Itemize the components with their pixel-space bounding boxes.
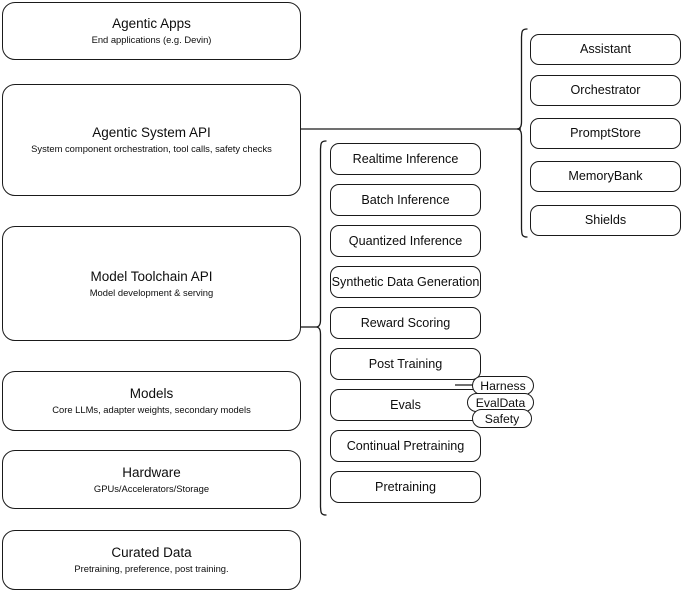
agentic-component-assistant[interactable]: Assistant — [530, 34, 681, 65]
layer-subtitle: End applications (e.g. Devin) — [91, 34, 212, 45]
toolchain-item-synthetic-data-generation[interactable]: Synthetic Data Generation — [330, 266, 481, 298]
toolchain-item-label: Pretraining — [375, 479, 436, 494]
layer-box-agentic-system-api[interactable]: Agentic System API System component orch… — [2, 84, 301, 196]
toolchain-item-label: Quantized Inference — [348, 233, 463, 248]
toolchain-item-realtime-inference[interactable]: Realtime Inference — [330, 143, 481, 175]
toolchain-item-label: Reward Scoring — [360, 315, 451, 330]
toolchain-item-post-training[interactable]: Post Training — [330, 348, 481, 380]
agentic-component-label: Shields — [584, 213, 627, 227]
toolchain-item-reward-scoring[interactable]: Reward Scoring — [330, 307, 481, 339]
toolchain-item-quantized-inference[interactable]: Quantized Inference — [330, 225, 481, 257]
agentic-component-memorybank[interactable]: MemoryBank — [530, 161, 681, 192]
toolchain-item-batch-inference[interactable]: Batch Inference — [330, 184, 481, 216]
layer-title: Agentic Apps — [112, 16, 191, 31]
toolchain-item-label: Synthetic Data Generation — [331, 274, 480, 289]
layer-box-models[interactable]: Models Core LLMs, adapter weights, secon… — [2, 371, 301, 431]
layer-box-curated-data[interactable]: Curated Data Pretraining, preference, po… — [2, 530, 301, 590]
toolchain-item-pretraining[interactable]: Pretraining — [330, 471, 481, 503]
eval-pill-evaldata[interactable]: EvalData — [467, 393, 534, 412]
layer-box-model-toolchain-api[interactable]: Model Toolchain API Model development & … — [2, 226, 301, 341]
layer-title: Curated Data — [111, 545, 192, 560]
eval-pill-label: Harness — [480, 378, 526, 393]
agentic-component-orchestrator[interactable]: Orchestrator — [530, 75, 681, 106]
toolchain-item-label: Realtime Inference — [352, 151, 459, 166]
eval-pill-label: EvalData — [475, 395, 526, 410]
layer-title: Hardware — [122, 464, 181, 480]
eval-pill-safety[interactable]: Safety — [472, 409, 532, 428]
agentic-component-label: MemoryBank — [568, 169, 643, 183]
toolchain-item-label: Post Training — [368, 356, 443, 371]
agentic-component-promptstore[interactable]: PromptStore — [530, 118, 681, 149]
toolchain-item-label: Continual Pretraining — [346, 438, 465, 453]
layer-subtitle: Core LLMs, adapter weights, secondary mo… — [52, 404, 251, 415]
agentic-component-shields[interactable]: Shields — [530, 205, 681, 236]
agentic-component-label: Assistant — [579, 42, 632, 56]
agentic-component-label: Orchestrator — [570, 83, 641, 97]
layer-subtitle: Model development & serving — [89, 286, 214, 298]
layer-subtitle: GPUs/Accelerators/Storage — [93, 482, 210, 494]
layer-box-agentic-apps[interactable]: Agentic Apps End applications (e.g. Devi… — [2, 2, 301, 60]
layer-title: Agentic System API — [92, 125, 211, 140]
layer-title: Models — [129, 386, 174, 401]
toolchain-item-evals[interactable]: Evals — [330, 389, 481, 421]
toolchain-item-label: Evals — [390, 397, 421, 412]
eval-pill-label: Safety — [484, 411, 520, 426]
toolchain-item-label: Batch Inference — [361, 192, 450, 207]
agentic-component-label: PromptStore — [570, 126, 641, 140]
layer-subtitle: Pretraining, preference, post training. — [74, 563, 229, 574]
toolchain-item-continual-pretraining[interactable]: Continual Pretraining — [330, 430, 481, 462]
layer-subtitle: System component orchestration, tool cal… — [31, 143, 272, 154]
layer-box-hardware[interactable]: Hardware GPUs/Accelerators/Storage — [2, 450, 301, 509]
layer-title: Model Toolchain API — [90, 268, 213, 284]
